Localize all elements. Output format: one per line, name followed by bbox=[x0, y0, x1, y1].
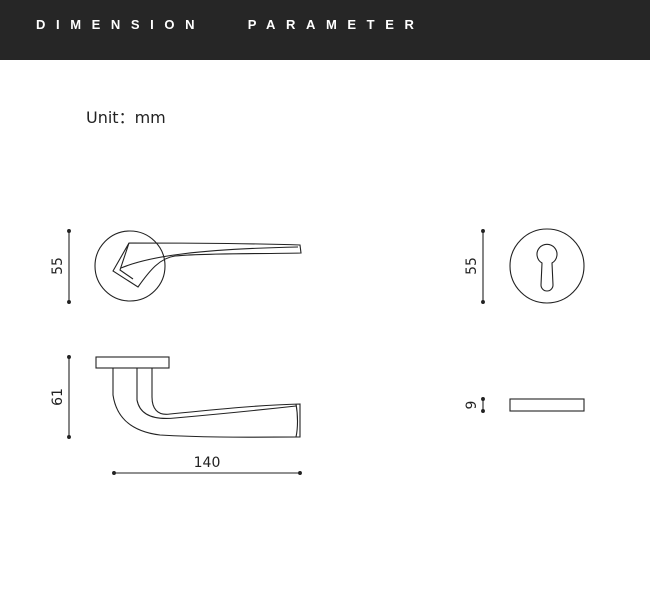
handle-front-view bbox=[94, 230, 302, 302]
page-title: DIMENSION PARAMETER bbox=[36, 17, 425, 32]
dim-label-handle-front-height: 55 bbox=[50, 257, 66, 275]
escutcheon-front-view bbox=[509, 228, 585, 304]
handle-lever-outline bbox=[112, 242, 302, 288]
escutcheon-side-plate bbox=[509, 398, 585, 412]
handle-lever-edge-line bbox=[119, 242, 134, 280]
dim-label-handle-side-height: 61 bbox=[50, 388, 66, 406]
dimension-handle-front: 55 bbox=[50, 229, 71, 304]
dim-label-escutcheon-thickness: 9 bbox=[464, 401, 480, 410]
handle-rose-outline bbox=[94, 230, 166, 302]
dim-label-escutcheon-front-height: 55 bbox=[464, 257, 480, 275]
dimension-handle-length: 140 bbox=[112, 455, 302, 475]
escutcheon-outline bbox=[509, 228, 585, 304]
header-bar: DIMENSION PARAMETER bbox=[0, 0, 650, 60]
dimension-handle-side: 61 bbox=[50, 355, 71, 439]
handle-lever-ridge bbox=[120, 246, 299, 269]
escutcheon-side-view bbox=[509, 398, 585, 412]
handle-lever-side-outline bbox=[112, 368, 301, 438]
handle-lever-end-cap bbox=[295, 403, 299, 438]
dimension-escutcheon-thickness: 9 bbox=[464, 397, 485, 413]
unit-label: Unit：mm bbox=[86, 108, 166, 127]
euro-cylinder-keyhole bbox=[536, 243, 558, 292]
handle-rose-plate bbox=[95, 356, 170, 369]
handle-side-view bbox=[95, 356, 301, 438]
dim-label-handle-length: 140 bbox=[194, 455, 221, 471]
handle-lever-side-inner bbox=[136, 368, 297, 420]
dimension-escutcheon-front: 55 bbox=[464, 229, 485, 304]
